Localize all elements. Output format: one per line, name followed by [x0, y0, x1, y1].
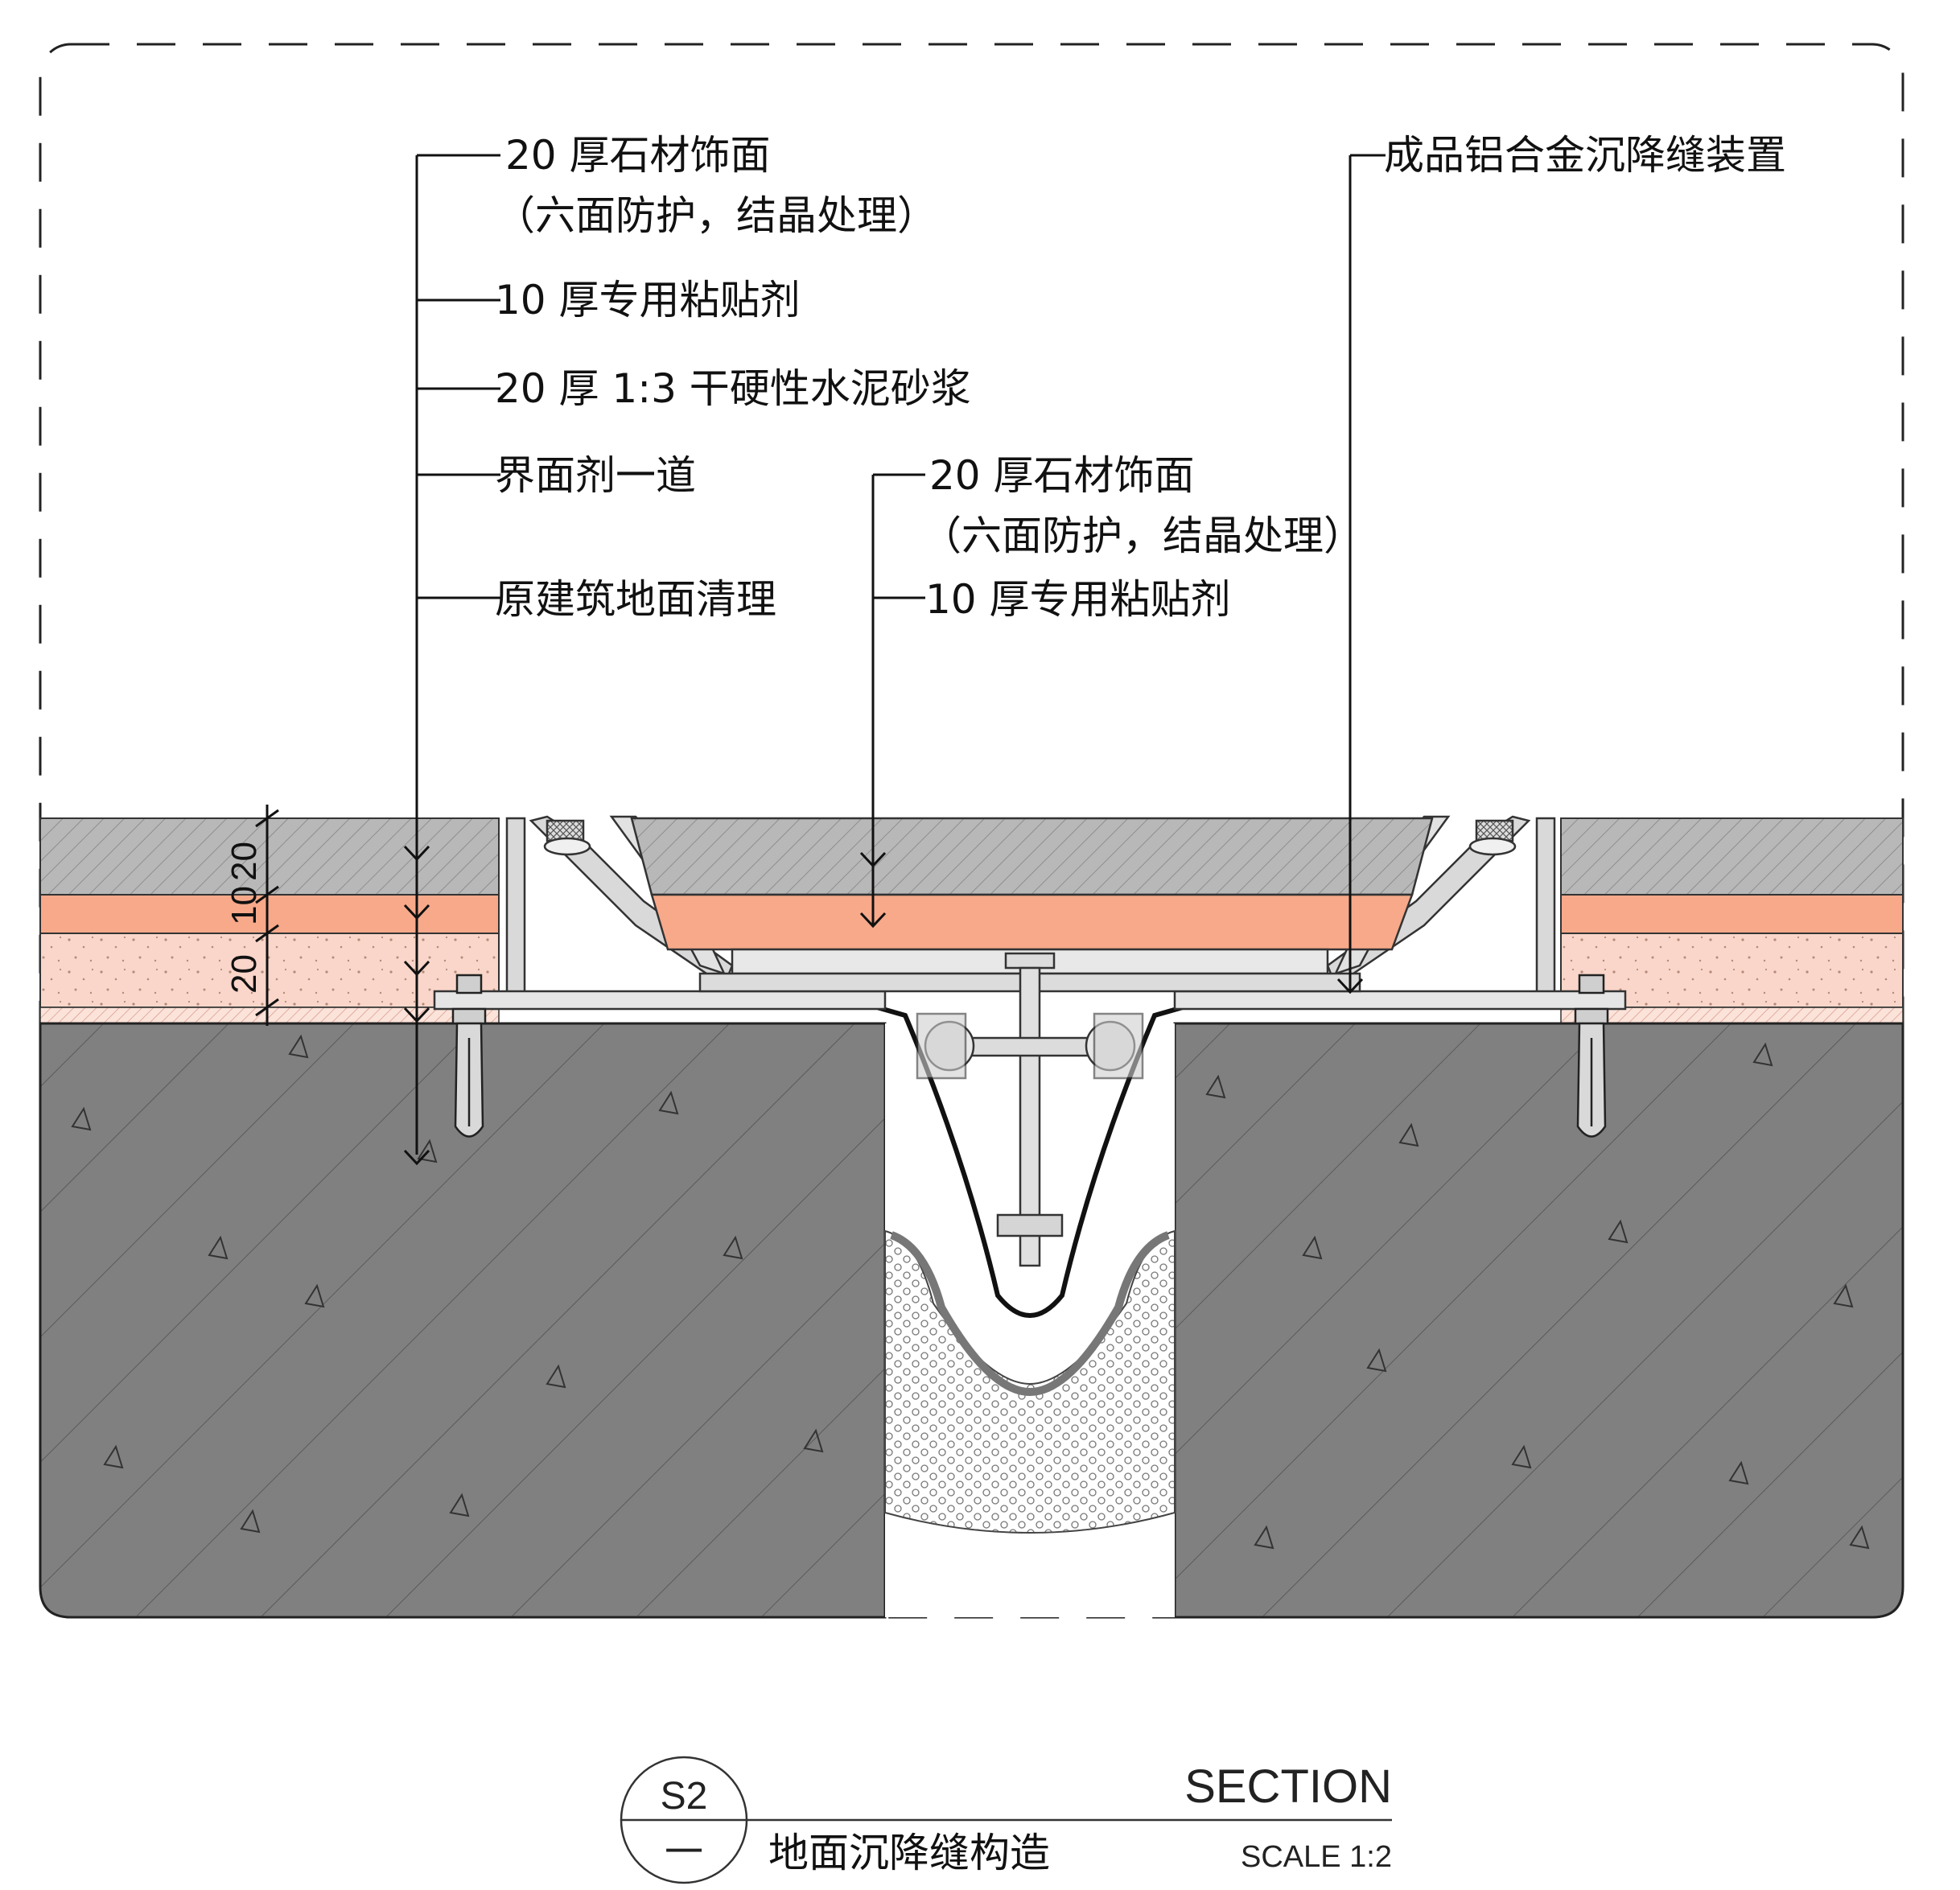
left-callout-2: 10 厚专用粘贴剂: [495, 277, 801, 323]
center-leader: [859, 473, 925, 929]
title-block: S2 一 SECTION 地面沉降缝构造 SCALE 1:2: [620, 1756, 1392, 1884]
left-callout-1b: （六面防护，结晶处理）: [495, 192, 937, 239]
right-leader: [1336, 154, 1386, 994]
center-callout-1b: （六面防护，结晶处理）: [921, 513, 1364, 559]
aluminum-joint-device: [433, 815, 1627, 1267]
left-leader: [403, 154, 500, 1166]
scale-label: SCALE 1:2: [1241, 1840, 1392, 1874]
center-callout-2: 10 厚专用粘贴剂: [925, 576, 1231, 623]
dimension-line: [255, 805, 279, 1026]
left-callout-1: 20 厚石材饰面: [505, 132, 771, 179]
section-tag-bottom: 一: [665, 1831, 703, 1874]
section-tag-top: S2: [661, 1775, 708, 1818]
left-floor-layers: [39, 817, 500, 1024]
center-callout-1: 20 厚石材饰面: [929, 452, 1195, 499]
right-floor-layers: [1560, 817, 1904, 1024]
section-word: SECTION: [1184, 1760, 1392, 1813]
anchor-bolts: [451, 974, 1609, 1138]
left-callout-3: 20 厚 1:3 干硬性水泥砂浆: [495, 365, 971, 412]
right-callout: 成品铝合金沉降缝装置: [1384, 132, 1786, 179]
dim-20-bottom: 20: [224, 954, 264, 994]
left-callout-5: 原建筑地面清理: [495, 576, 776, 623]
drawing-name: 地面沉降缝构造: [768, 1830, 1050, 1876]
dim-20-top: 20: [224, 842, 264, 881]
concrete-slabs: [39, 1022, 1904, 1619]
left-callout-4: 界面剂一道: [495, 452, 696, 499]
dim-10: 10: [224, 886, 264, 925]
